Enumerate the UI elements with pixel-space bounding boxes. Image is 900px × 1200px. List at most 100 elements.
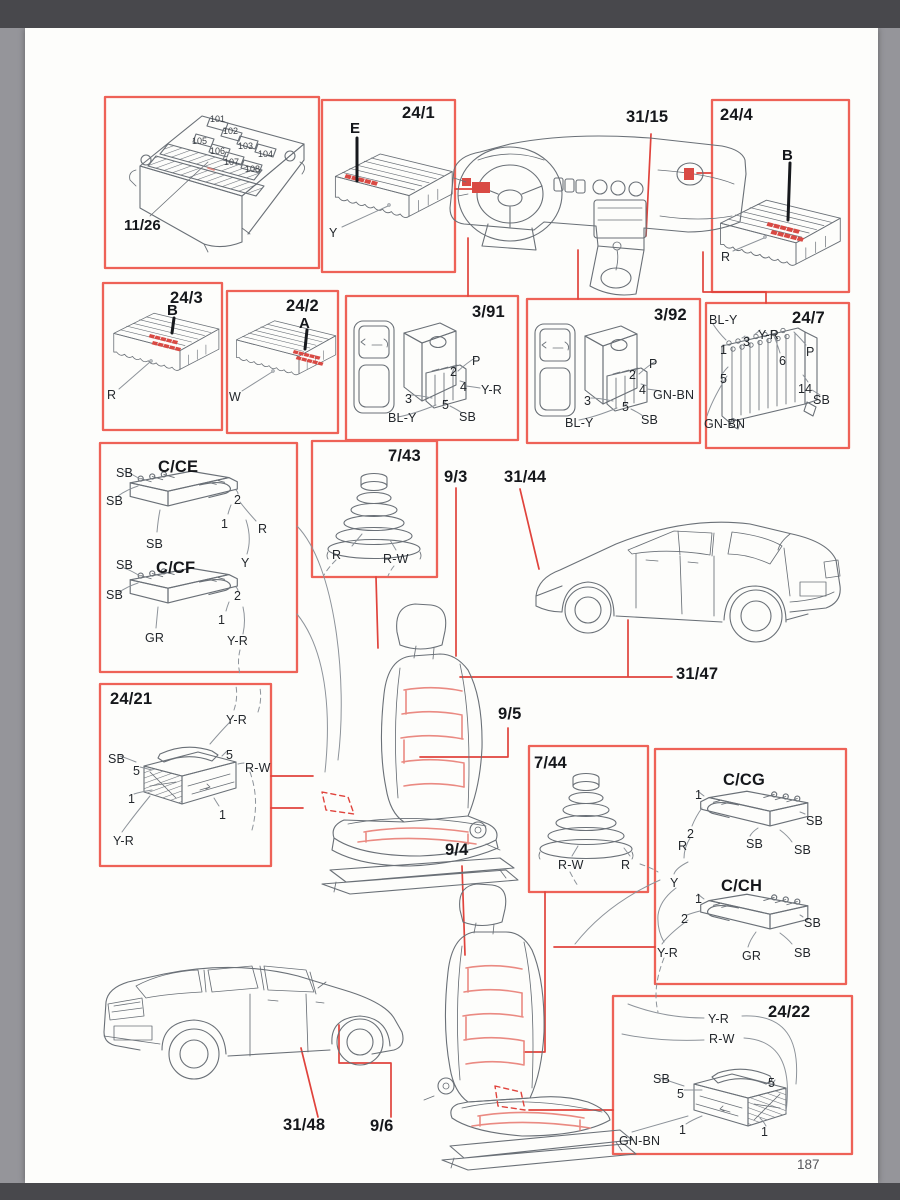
fusebox-id-label: 11/26 — [124, 217, 161, 234]
wire-24-22-gnbn: GN-BN — [619, 1134, 661, 1148]
callout-31-48: 31/48 — [283, 1116, 326, 1134]
panel-24-22-title: 24/22 — [768, 1003, 811, 1021]
wire-3-92-bly: BL-Y — [565, 416, 594, 430]
wire-ccf-gr: GR — [145, 631, 165, 645]
wire-24-2-w: W — [229, 390, 241, 404]
wire-ccg-sb-c: SB — [794, 843, 812, 857]
panel-24-21-border — [98, 682, 273, 868]
wire-24-7-gnbn: GN-BN — [704, 417, 746, 431]
panel-7-43-title: 7/43 — [388, 447, 421, 465]
panel-24-3-border — [101, 281, 224, 432]
callout-9-3: 9/3 — [444, 468, 468, 486]
wire-ccf-sb-a: SB — [116, 558, 134, 572]
pin-24-22-5-left: 5 — [677, 1087, 685, 1101]
pin-24-21-5-right: 5 — [226, 748, 234, 762]
wire-cch-sb-b: SB — [794, 946, 812, 960]
top-letterbox-bar — [0, 0, 900, 28]
wire-cch-yr: Y-R — [657, 946, 678, 960]
callout-31-47: 31/47 — [676, 665, 719, 683]
connector-24-7-illustration — [706, 323, 821, 430]
wire-cce-sb-a: SB — [116, 466, 134, 480]
conn-24-1-letter: E — [350, 120, 361, 137]
wire-cce-sb-c: SB — [146, 537, 164, 551]
wire-24-21-yr-bottom: Y-R — [113, 834, 134, 848]
panel-cce-title: C/CE — [158, 458, 199, 476]
upper-car-illustration — [535, 521, 841, 643]
wire-cce-sb-b: SB — [106, 494, 124, 508]
connector-24-21-illustration — [119, 685, 262, 833]
pin-24-7-6: 6 — [779, 354, 787, 368]
wire-7-44-rw: R-W — [558, 858, 584, 872]
relay-101-label: 101 — [210, 114, 226, 124]
wire-24-4-r: R — [721, 250, 731, 264]
panel-ccg-title: C/CG — [723, 771, 766, 789]
pin-cch-2: 2 — [681, 912, 689, 926]
wire-sweeps — [296, 525, 661, 945]
panel-7-44-title: 7/44 — [534, 754, 567, 772]
pin-3-91-4: 4 — [460, 380, 468, 394]
connector-cce-illustration — [117, 470, 257, 555]
wire-24-1-y: Y — [329, 226, 338, 240]
wire-ccg-y: Y — [670, 876, 679, 890]
pin-24-21-5-left: 5 — [133, 764, 141, 778]
wire-24-7-yr: Y-R — [758, 328, 779, 342]
panel-24-4-border — [710, 98, 851, 294]
panel-24-21-title: 24/21 — [110, 690, 153, 708]
connector-ccg-illustration — [673, 790, 809, 875]
relay-105-label: 105 — [192, 136, 208, 146]
wire-24-21-sb: SB — [108, 752, 126, 766]
pin-3-91-5: 5 — [442, 398, 450, 412]
panel-24-1-border — [320, 98, 457, 274]
relay-102-label: 102 — [223, 126, 239, 136]
pin-3-92-5: 5 — [622, 400, 630, 414]
pin-cce-1: 1 — [221, 517, 229, 531]
pin-3-92-3: 3 — [584, 394, 592, 408]
wire-3-91-yr: Y-R — [481, 383, 502, 397]
wire-7-44-r: R — [621, 858, 631, 872]
wire-ccf-yr: Y-R — [227, 634, 248, 648]
lower-seat-illustration — [423, 883, 637, 1171]
pin-24-22-5-right: 5 — [768, 1076, 776, 1090]
wire-24-21-rw: R-W — [245, 761, 271, 775]
lower-car-illustration — [103, 965, 404, 1080]
panel-24-3-title: 24/3 — [170, 289, 203, 307]
coil-7-44-illustration — [538, 772, 659, 887]
pin-24-21-1-left: 1 — [128, 792, 136, 806]
wire-3-92-p: P — [649, 357, 658, 371]
connector-24-22-illustration — [621, 1003, 798, 1133]
pin-3-92-4: 4 — [639, 383, 647, 397]
connector-24-4-illustration — [720, 161, 841, 266]
panel-fusebox-border — [103, 95, 321, 270]
wire-cch-sb-a: SB — [804, 916, 822, 930]
pin-24-21-1-right: 1 — [219, 808, 227, 822]
panel-24-7-title: 24/7 — [792, 309, 825, 327]
manual-page — [25, 28, 878, 1183]
relay-108-label: 108 — [245, 164, 261, 174]
connector-24-3-illustration — [113, 312, 220, 390]
pin-24-7-1: 1 — [720, 343, 728, 357]
wire-24-3-r: R — [107, 388, 117, 402]
wire-3-92-gnbn: GN-BN — [653, 388, 695, 402]
panel-cch-title: C/CH — [721, 877, 763, 895]
panel-24-2-title: 24/2 — [286, 297, 319, 315]
panel-7-44-border — [527, 744, 650, 894]
pin-ccf-1: 1 — [218, 613, 226, 627]
wire-cce-y: Y — [241, 556, 250, 570]
panel-24-2-border — [225, 289, 340, 435]
panel-3-91-title: 3/91 — [472, 303, 505, 321]
wire-7-43-r: R — [332, 548, 342, 562]
wire-7-43-rw: R-W — [383, 552, 409, 566]
pin-ccg-2: 2 — [687, 827, 695, 841]
panel-ccf-title: C/CF — [156, 559, 196, 577]
pin-24-22-1-left: 1 — [679, 1123, 687, 1137]
callout-9-4: 9/4 — [445, 841, 469, 859]
red-leader-lines — [270, 133, 767, 1118]
panel-3-92-border — [525, 297, 702, 445]
panel-cce-ccf-border — [98, 441, 299, 674]
pin-24-7-14: 14 — [798, 382, 813, 396]
pin-cch-1: 1 — [695, 892, 703, 906]
relay-107-label: 107 — [224, 157, 240, 167]
